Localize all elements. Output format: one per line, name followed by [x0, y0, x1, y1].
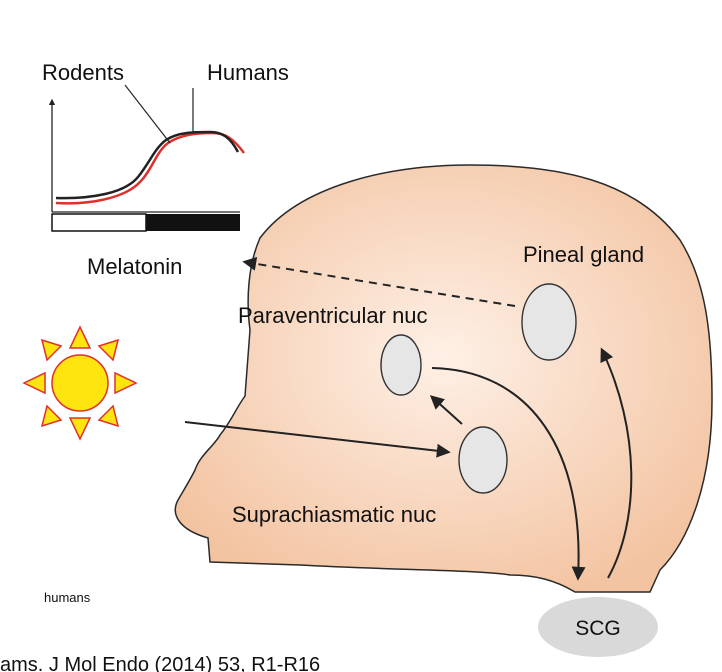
humans-caption: humans — [44, 590, 91, 605]
melatonin-chart: Rodents Humans Melatonin — [42, 60, 289, 279]
head-silhouette — [174, 164, 713, 593]
rodents-pointer — [124, 84, 171, 144]
light-input-arrow — [184, 421, 451, 458]
scg-shape — [538, 597, 658, 657]
sun-icon — [22, 325, 138, 441]
suprachiasmatic-nucleus-shape — [458, 426, 508, 494]
rodents-label: Rodents — [42, 60, 124, 85]
scg-to-pineal-arrow — [600, 347, 633, 579]
light-phase-bar — [51, 213, 147, 232]
suprachiasmatic-label: Suprachiasmatic nuc — [232, 502, 436, 527]
melatonin-label: Melatonin — [87, 254, 182, 279]
paraventricular-nucleus-shape — [380, 334, 422, 396]
scg-label: SCG — [575, 617, 621, 640]
citation: ams. J Mol Endo (2014) 53, R1-R16 — [0, 654, 320, 672]
rodents-curve — [55, 130, 240, 200]
humans-curve — [55, 131, 246, 205]
humans-label: Humans — [207, 60, 289, 85]
pvn-to-scg-arrow — [431, 367, 586, 581]
pineal-to-melatonin-arrow — [242, 256, 516, 307]
scn-to-pvn-arrow — [429, 395, 463, 425]
paraventricular-label: Paraventricular nuc — [238, 303, 428, 328]
pineal-gland-label: Pineal gland — [523, 242, 644, 267]
dark-phase-bar — [146, 214, 240, 231]
pineal-gland-shape — [521, 283, 577, 361]
